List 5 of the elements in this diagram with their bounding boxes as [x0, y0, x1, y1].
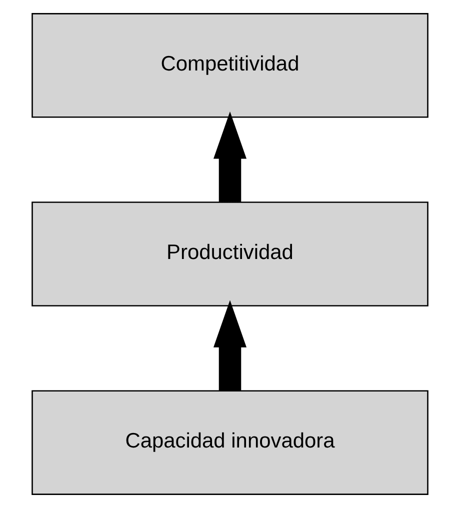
node-box: Productividad [32, 202, 428, 306]
arrow [213, 112, 247, 202]
node-box: Capacidad innovadora [32, 390, 428, 495]
node-box: Competitividad [32, 13, 428, 118]
arrow [213, 300, 247, 390]
